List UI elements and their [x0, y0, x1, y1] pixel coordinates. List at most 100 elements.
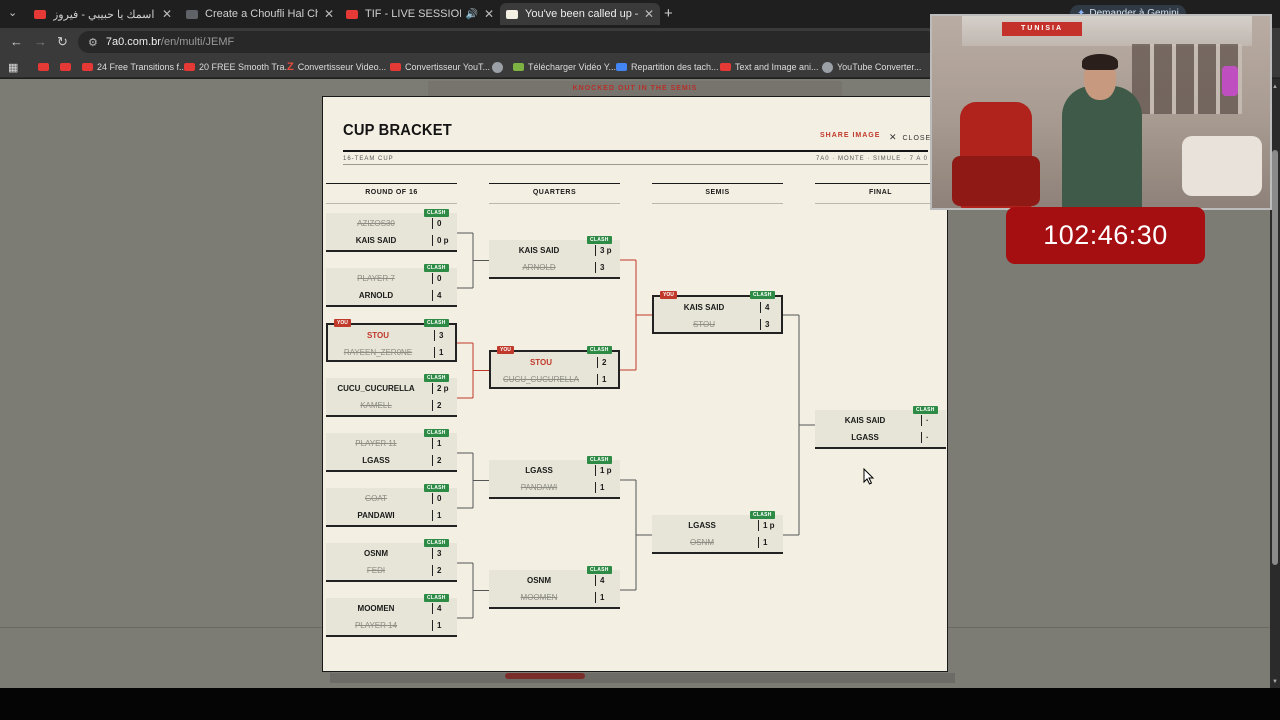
bookmark-item[interactable]: Repartition des tach...: [616, 60, 719, 74]
score-divider: [432, 493, 433, 504]
team-name: CUCU_CUCURELLA: [337, 384, 415, 393]
webcam-overlay: TUNISIA: [930, 14, 1272, 210]
score-divider: [758, 537, 759, 548]
tab-search-chevron-icon[interactable]: ⌄: [8, 7, 18, 19]
clash-badge: CLASH: [750, 291, 775, 299]
bookmark-item[interactable]: Télécharger Vidéo Y...: [513, 60, 616, 74]
bookmark-label: 20 FREE Smooth Tra...: [199, 62, 293, 72]
site-info-tune-icon[interactable]: ⚙: [88, 36, 98, 49]
bookmark-item[interactable]: Convertisseur YouT...: [390, 60, 490, 74]
scrollbar-thumb[interactable]: [1272, 150, 1278, 565]
tab-favicon-icon: [506, 9, 518, 19]
score-divider: [760, 319, 761, 330]
close-label: CLOSE: [902, 135, 932, 142]
team-score: 1 p: [763, 521, 775, 530]
bookmark-item[interactable]: 24 Free Transitions f...: [82, 60, 187, 74]
share-image-button[interactable]: SHARE IMAGE: [820, 132, 881, 139]
tab-title: You've been called up — 16-te: [525, 8, 638, 20]
team-name: PANDAWI: [357, 511, 395, 520]
back-arrow-icon[interactable]: ←: [10, 34, 23, 49]
apps-grid-icon[interactable]: ▦: [8, 61, 19, 74]
tab-close-icon[interactable]: ✕: [483, 7, 494, 21]
bookmark-item[interactable]: YouTube Converter...: [822, 60, 921, 74]
browser-tab[interactable]: Create a Choufli Hal Character✕: [180, 3, 340, 25]
team-score: 3: [439, 331, 444, 340]
browser-tab[interactable]: TIF - LIVE SESSION 1.6 - You🔊✕: [340, 3, 500, 25]
team-name: PLAYER 14: [354, 621, 398, 630]
scroll-down-arrow-icon[interactable]: ▼: [1272, 679, 1278, 685]
team-name: AZIZOS30: [357, 219, 395, 228]
team-score: 0: [437, 494, 442, 503]
score-divider: [921, 415, 922, 426]
new-tab-plus-icon[interactable]: +: [664, 5, 673, 22]
cup-bracket-modal: CUP BRACKET SHARE IMAGE ✕ CLOSE 16-TEAM …: [322, 96, 948, 672]
tab-favicon-icon: [346, 9, 358, 19]
bookmark-favicon-icon: [492, 61, 503, 73]
score-divider: [432, 438, 433, 449]
match-card[interactable]: KAIS SAID·LGASS·: [815, 410, 946, 449]
bookmark-item[interactable]: [38, 60, 53, 74]
score-divider: [432, 548, 433, 559]
match-team-row: GOAT 0: [326, 490, 457, 507]
bookmark-favicon-icon: [38, 63, 49, 71]
browser-tab[interactable]: You've been called up — 16-te ✕: [500, 3, 660, 25]
team-score: 4: [437, 291, 442, 300]
bookmark-item[interactable]: [492, 60, 507, 74]
clash-badge: CLASH: [424, 374, 449, 382]
bookmark-item[interactable]: Text and Image ani...: [720, 60, 819, 74]
clash-badge: CLASH: [424, 429, 449, 437]
tab-close-icon[interactable]: ✕: [161, 7, 172, 21]
scroll-up-arrow-icon[interactable]: ▲: [1272, 84, 1278, 90]
team-name: LGASS: [851, 433, 879, 442]
score-divider: [595, 482, 596, 493]
tab-favicon-icon: [186, 9, 198, 19]
team-name: KAIS SAID: [683, 303, 725, 312]
team-name: LGASS: [688, 521, 716, 530]
team-name: MOOMEN: [520, 593, 558, 602]
team-name: GOAT: [364, 494, 388, 503]
tab-close-icon[interactable]: ✕: [643, 7, 654, 21]
tab-close-icon[interactable]: ✕: [323, 7, 334, 21]
bracket-connectors: [457, 232, 815, 619]
team-name: KAMELL: [360, 401, 392, 410]
taskbar-strip: [0, 688, 1280, 720]
score-divider: [595, 465, 596, 476]
clash-badge: CLASH: [424, 209, 449, 217]
bookmark-label: 24 Free Transitions f...: [97, 62, 187, 72]
clash-badge: CLASH: [424, 319, 449, 327]
team-name: ARNOLD: [358, 291, 394, 300]
webcam-streamer-hair: [1082, 54, 1118, 70]
team-score: 2: [437, 566, 442, 575]
forward-arrow-icon[interactable]: →: [34, 34, 47, 49]
team-score: 1: [437, 621, 442, 630]
url-omnibox[interactable]: ⚙ 7a0.com.br/en/multi/JEMF: [78, 31, 938, 53]
team-score: 3: [765, 320, 770, 329]
bookmark-item[interactable]: [60, 60, 75, 74]
bookmark-item[interactable]: 20 FREE Smooth Tra...: [184, 60, 292, 74]
close-button[interactable]: ✕ CLOSE: [889, 132, 931, 143]
team-score: ·: [926, 416, 929, 425]
tab-audio-icon[interactable]: 🔊: [465, 8, 478, 20]
reload-icon[interactable]: ↻: [57, 34, 68, 49]
browser-tab[interactable]: يكتب اسمك يا حبيبي - فيروز | be✕: [28, 3, 178, 25]
